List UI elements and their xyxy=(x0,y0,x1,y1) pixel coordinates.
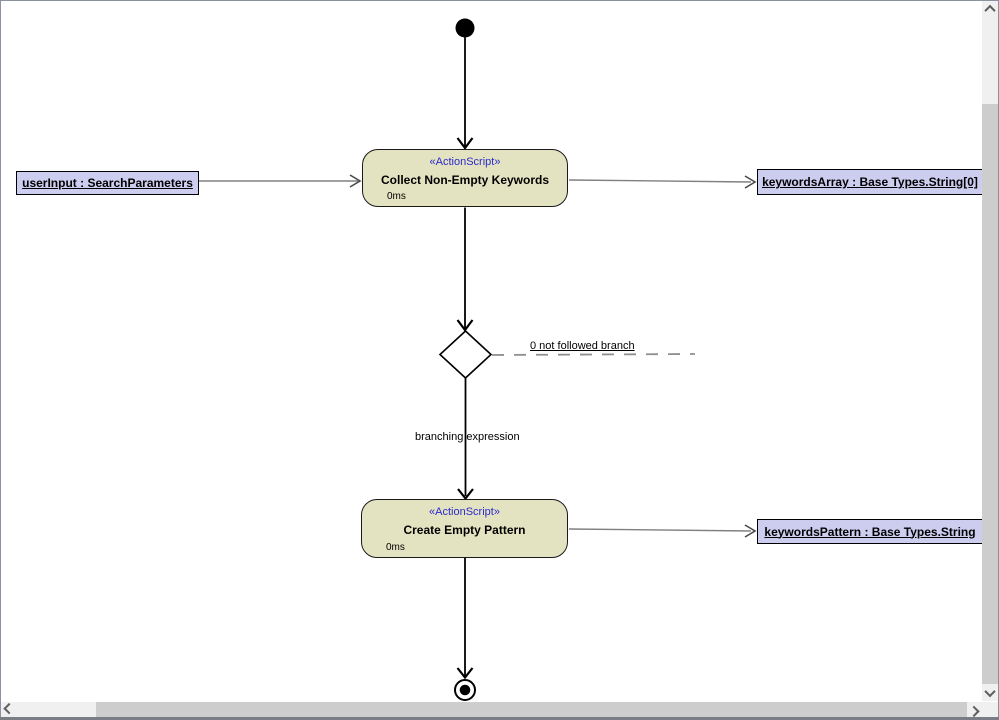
arrowhead-icon xyxy=(456,667,474,680)
vertical-scrollbar-thumb[interactable] xyxy=(982,104,998,684)
decision-node[interactable] xyxy=(438,329,493,380)
chevron-left-icon xyxy=(3,702,15,714)
duration-badge: 0ms xyxy=(386,542,405,553)
chevron-down-icon xyxy=(984,685,996,698)
chevron-up-icon xyxy=(984,4,996,17)
object-node-userinput[interactable]: userInput : SearchParameters xyxy=(16,171,199,195)
horizontal-scrollbar[interactable] xyxy=(1,702,982,717)
duration-badge: 0ms xyxy=(387,191,406,202)
diagram-canvas[interactable]: «ActionScript» Collect Non-Empty Keyword… xyxy=(1,1,983,702)
arrowhead-icon xyxy=(744,524,757,538)
action-node-create-empty-pattern[interactable]: «ActionScript» Create Empty Pattern 0ms xyxy=(361,499,568,558)
action-node-collect-keywords[interactable]: «ActionScript» Collect Non-Empty Keyword… xyxy=(362,149,568,207)
dashed-edge-not-followed-branch[interactable] xyxy=(491,353,696,356)
arrowhead-icon xyxy=(457,488,474,501)
stereotype-label: «ActionScript» xyxy=(429,156,501,168)
scroll-left-button[interactable] xyxy=(1,702,17,717)
scroll-right-button[interactable] xyxy=(966,702,982,717)
edge-label-branching-expression[interactable]: branching expression xyxy=(415,431,520,443)
object-flow-action2-to-keywordspattern[interactable] xyxy=(568,528,752,532)
arrowhead-icon xyxy=(744,175,757,189)
window-bottom-border xyxy=(0,717,999,720)
object-node-keywordsarray[interactable]: keywordsArray : Base Types.String[0] xyxy=(757,169,983,195)
arrowhead-icon xyxy=(456,137,474,150)
scroll-down-button[interactable] xyxy=(982,685,998,701)
action-title: Create Empty Pattern xyxy=(403,523,526,537)
stereotype-label: «ActionScript» xyxy=(429,506,500,518)
action-title: Collect Non-Empty Keywords xyxy=(380,173,550,187)
scrollbar-corner xyxy=(982,702,998,717)
object-flow-action1-to-keywordsarray[interactable] xyxy=(568,179,752,183)
scroll-up-button[interactable] xyxy=(982,1,998,17)
initial-node[interactable] xyxy=(455,18,475,38)
chevron-right-icon xyxy=(968,705,980,717)
arrowhead-icon xyxy=(456,319,474,332)
edge-label-not-followed-branch[interactable]: 0 not followed branch xyxy=(530,340,635,352)
horizontal-scrollbar-thumb[interactable] xyxy=(96,702,967,717)
object-node-keywordspattern[interactable]: keywordsPattern : Base Types.String xyxy=(757,519,983,544)
arrowhead-icon xyxy=(349,174,362,188)
vertical-scrollbar[interactable] xyxy=(982,1,998,701)
activity-final-node-core xyxy=(459,684,471,696)
